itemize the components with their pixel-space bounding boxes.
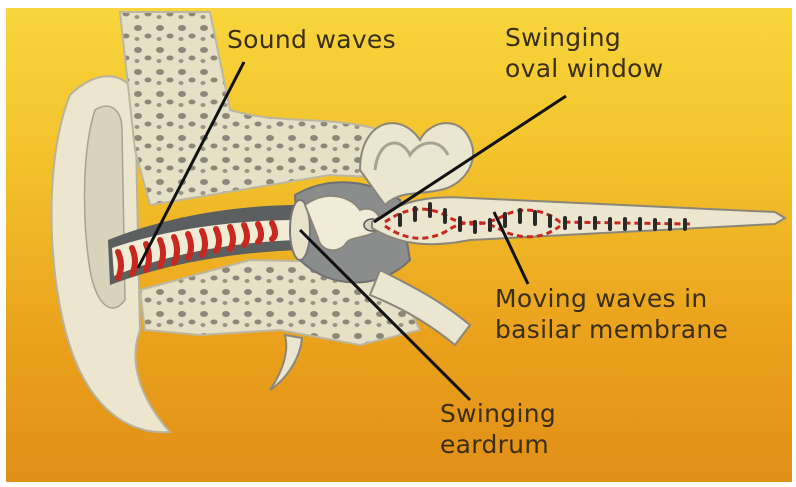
label-basilar-line2: basilar membrane: [495, 314, 728, 345]
label-basilar-line1: Moving waves in: [495, 283, 728, 314]
label-oval-window: Swinging oval window: [505, 22, 663, 84]
label-eardrum-line2: eardrum: [440, 429, 556, 460]
label-oval-window-line2: oval window: [505, 53, 663, 84]
label-basilar-membrane: Moving waves in basilar membrane: [495, 283, 728, 345]
label-sound-waves-text: Sound waves: [227, 25, 396, 54]
label-eardrum-line1: Swinging: [440, 398, 556, 429]
label-eardrum: Swinging eardrum: [440, 398, 556, 460]
label-oval-window-line1: Swinging: [505, 22, 663, 53]
label-sound-waves: Sound waves: [227, 24, 396, 55]
styloid-process: [270, 335, 302, 390]
